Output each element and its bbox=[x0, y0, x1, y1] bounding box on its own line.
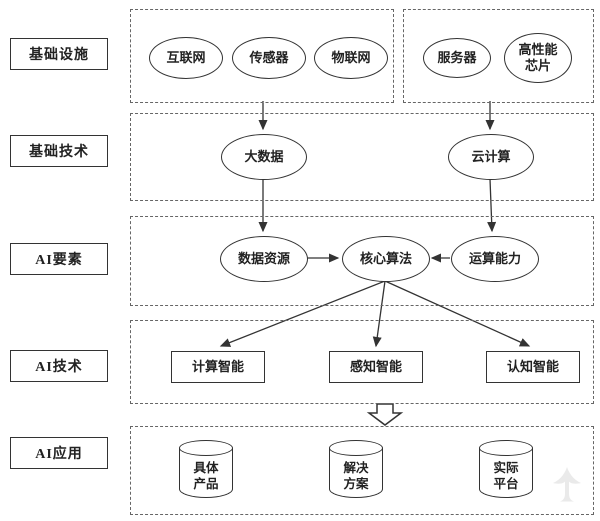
node-internet-label: 互联网 bbox=[166, 49, 206, 65]
node-cloud: 云计算 bbox=[448, 134, 534, 180]
layer-box-ai-tech bbox=[130, 320, 594, 404]
row-label-base-tech: 基础技术 bbox=[10, 135, 108, 167]
node-data-resource: 数据资源 bbox=[220, 236, 308, 282]
hollow-down-arrow-icon bbox=[366, 403, 404, 426]
node-bigdata: 大数据 bbox=[221, 134, 307, 180]
cylinder-top-icon bbox=[329, 440, 383, 456]
layer-box-hardware-infra bbox=[403, 9, 594, 103]
watermark-logo-icon bbox=[553, 467, 581, 502]
node-hp-chip: 高性能芯片 bbox=[504, 33, 572, 83]
node-cognitive-intelligence: 认知智能 bbox=[486, 351, 580, 383]
row-label-ai-elements: AI要素 bbox=[10, 243, 108, 275]
cylinder-top-icon bbox=[479, 440, 533, 456]
node-hp-chip-label: 高性能芯片 bbox=[518, 41, 558, 73]
node-cognitive-intelligence-label: 认知智能 bbox=[506, 358, 559, 374]
node-solution: 解决方案 bbox=[329, 440, 383, 498]
row-label-ai-tech: AI技术 bbox=[10, 350, 108, 382]
node-actual-platform-label: 实际平台 bbox=[493, 461, 519, 492]
node-concrete-product-label: 具体产品 bbox=[193, 461, 219, 492]
cylinder-body-icon bbox=[329, 448, 383, 498]
node-concrete-product: 具体产品 bbox=[179, 440, 233, 498]
node-core-algorithm: 核心算法 bbox=[342, 236, 430, 282]
node-iot-label: 物联网 bbox=[331, 49, 371, 65]
node-sensor-label: 传感器 bbox=[249, 49, 289, 65]
node-data-resource-label: 数据资源 bbox=[237, 250, 290, 266]
node-server: 服务器 bbox=[423, 38, 491, 78]
node-actual-platform: 实际平台 bbox=[479, 440, 533, 498]
row-label-ai-app: AI应用 bbox=[10, 437, 108, 469]
node-compute-power-label: 运算能力 bbox=[468, 250, 521, 266]
row-label-infrastructure: 基础设施 bbox=[10, 38, 108, 70]
node-compute-power: 运算能力 bbox=[451, 236, 539, 282]
layer-box-network-infra bbox=[130, 9, 394, 103]
node-perceptual-intelligence-label: 感知智能 bbox=[349, 358, 402, 374]
cylinder-top-icon bbox=[179, 440, 233, 456]
node-server-label: 服务器 bbox=[437, 49, 477, 65]
node-sensor: 传感器 bbox=[232, 37, 306, 79]
node-computational-intelligence-label: 计算智能 bbox=[191, 358, 244, 374]
node-core-algorithm-label: 核心算法 bbox=[359, 250, 412, 266]
node-bigdata-label: 大数据 bbox=[244, 148, 284, 164]
node-perceptual-intelligence: 感知智能 bbox=[329, 351, 423, 383]
node-computational-intelligence: 计算智能 bbox=[171, 351, 265, 383]
node-cloud-label: 云计算 bbox=[471, 148, 511, 164]
layer-box-ai-app bbox=[130, 426, 594, 515]
layer-box-base-tech bbox=[130, 113, 594, 201]
node-solution-label: 解决方案 bbox=[343, 461, 369, 492]
node-iot: 物联网 bbox=[314, 37, 388, 79]
cylinder-body-icon bbox=[479, 448, 533, 498]
cylinder-body-icon bbox=[179, 448, 233, 498]
layer-box-ai-elements bbox=[130, 216, 594, 306]
node-internet: 互联网 bbox=[149, 37, 223, 79]
